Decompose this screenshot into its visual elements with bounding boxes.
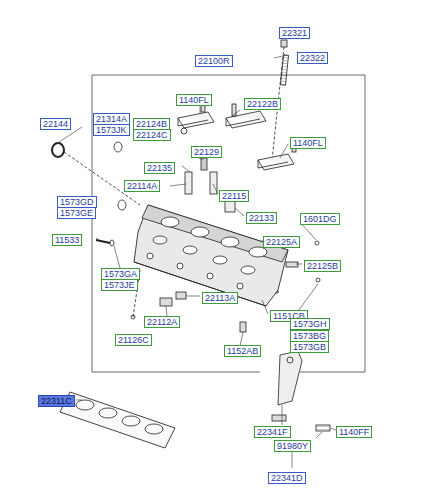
callout-number: 22125B [304, 260, 341, 272]
callout-number: 22144 [40, 118, 71, 130]
callout-number: 22113A [202, 292, 238, 304]
engine-hanger [272, 351, 330, 431]
callout-number: 22341D [268, 472, 306, 484]
callout-number: 1573GB [290, 341, 329, 353]
callout-number: 22122B [244, 98, 281, 110]
callout-number: 22311C [38, 395, 75, 407]
callout-number: 22114A [124, 180, 160, 192]
callout-number: 22129 [191, 146, 222, 158]
callout-number: 22125A [263, 236, 300, 248]
callout-number: 22135 [144, 162, 175, 174]
callout-number: 1152AB [224, 345, 261, 357]
callout-number: 22124C [133, 129, 171, 141]
callout-number: 1573JE [101, 279, 138, 291]
callout-number: 22100R [195, 55, 233, 67]
callout-number: 1573GE [57, 207, 96, 219]
callout-number: 1140FF [336, 426, 372, 438]
callout-number: 22112A [144, 316, 180, 328]
callout-number: 21126C [115, 334, 152, 346]
cylinder-head [134, 205, 288, 306]
callout-number: 1573GH [290, 318, 330, 330]
callout-number: 22115 [219, 190, 249, 202]
callout-number: 1601DG [300, 213, 340, 225]
callout-number: 91980Y [274, 440, 311, 452]
head-gasket [60, 392, 175, 448]
callout-number: 22321 [279, 27, 310, 39]
callout-number: 22322 [297, 52, 328, 64]
callout-number: 1140FL [290, 137, 326, 149]
callout-number: 1140FL [176, 94, 212, 106]
group-frame [92, 75, 365, 372]
callout-number: 11533 [52, 234, 82, 246]
callout-number: 22341F [254, 426, 291, 438]
callout-number: 1573JK [93, 124, 130, 136]
callout-number: 22133 [246, 212, 277, 224]
